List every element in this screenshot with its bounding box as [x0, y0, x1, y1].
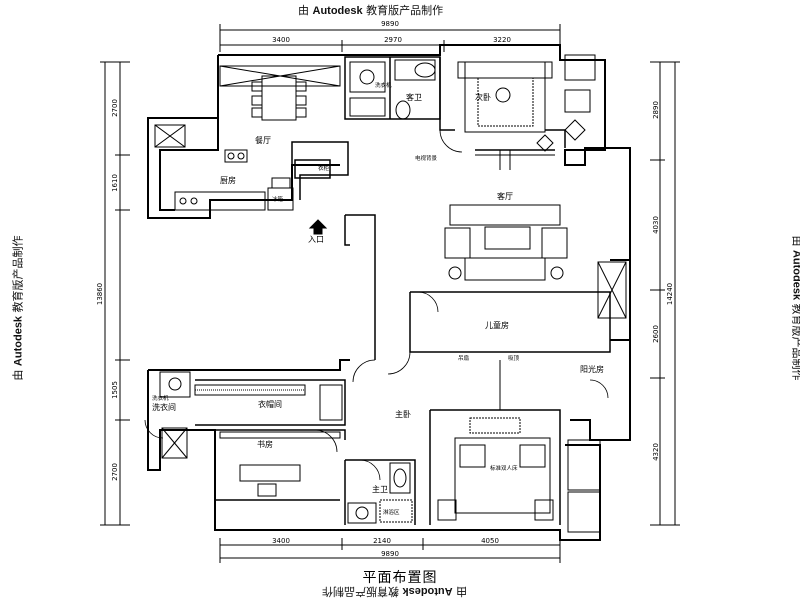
cloakroom-fixtures	[159, 371, 343, 459]
room-guest-bath: 客卫	[406, 92, 422, 102]
dim-left-seg-3: 2700	[111, 463, 119, 481]
dim-right-total: 14240	[666, 283, 674, 305]
room-master-bedroom: 主卧	[395, 409, 411, 419]
balcony-storage	[567, 261, 627, 533]
interior-walls	[195, 56, 611, 525]
dim-top-seg-0: 3400	[272, 36, 290, 44]
label-fridge: 冰箱	[272, 195, 284, 203]
room-balcony: 阳光房	[580, 364, 604, 374]
dim-right-seg-0: 2890	[652, 101, 660, 119]
room-cloakroom: 衣帽间	[258, 399, 282, 409]
plan-title: 平面布置图	[362, 570, 438, 586]
label-washer-right: 洗衣机	[375, 81, 392, 89]
dim-top-seg-1: 2970	[384, 36, 402, 44]
door-swings	[144, 129, 609, 481]
room-children: 儿童房	[485, 320, 509, 330]
label-bed: 标准双人床	[490, 464, 518, 472]
dim-bottom-seg-2: 4050	[481, 537, 499, 545]
master-bath-fixtures	[347, 462, 413, 524]
second-bedroom-bed	[457, 54, 596, 152]
dining-table	[219, 65, 341, 121]
dim-bottom-total: 9890	[381, 550, 399, 558]
room-study: 书房	[257, 439, 273, 449]
guest-bath-fixtures	[349, 59, 436, 120]
dim-left-seg-1: 1610	[111, 174, 119, 192]
label-fan1: 吊扇	[458, 354, 469, 362]
room-kitchen: 厨房	[220, 175, 236, 185]
room-living: 客厅	[497, 191, 513, 201]
watermark-right: 由 Autodesk 教育版产品制作	[790, 235, 800, 381]
dim-right-seg-3: 4320	[652, 443, 660, 461]
room-entrance: 入口	[308, 235, 324, 244]
living-room-furniture	[444, 150, 568, 281]
watermark-top: 由 Autodesk 教育版产品制作	[298, 4, 444, 17]
master-bedroom-bed	[437, 360, 554, 521]
label-wardrobe: 衣柜	[318, 164, 330, 172]
label-washer-left: 洗衣机	[152, 394, 169, 402]
label-fan2: 吸顶	[508, 355, 520, 362]
dimension-left	[100, 61, 130, 526]
dimension-bottom	[219, 538, 561, 563]
room-dining: 餐厅	[255, 136, 271, 145]
dim-left-seg-2: 1505	[111, 381, 119, 399]
dim-right-seg-2: 2600	[652, 325, 660, 343]
entrance-arrow-icon	[308, 219, 328, 235]
dim-right-seg-1: 4030	[652, 216, 660, 234]
room-laundry: 洗衣间	[152, 402, 176, 412]
dimension-right	[650, 61, 680, 526]
kitchen-fixtures	[154, 124, 294, 211]
dim-bottom-seg-0: 3400	[272, 537, 290, 545]
dim-left-total: 13860	[96, 283, 104, 305]
watermark-left: 由 Autodesk 教育版产品制作	[11, 235, 25, 381]
room-second-bedroom: 次卧	[475, 92, 491, 102]
room-master-bath: 主卫	[372, 484, 388, 494]
label-shower: 淋浴区	[383, 508, 400, 516]
dim-top-seg-2: 3220	[493, 36, 511, 44]
dim-top-total: 9890	[381, 20, 399, 28]
dim-left-seg-0: 2700	[111, 99, 119, 117]
dim-bottom-seg-1: 2140	[373, 537, 391, 545]
study-fixtures	[219, 431, 341, 497]
label-tv-wall: 电视背景	[415, 154, 438, 162]
